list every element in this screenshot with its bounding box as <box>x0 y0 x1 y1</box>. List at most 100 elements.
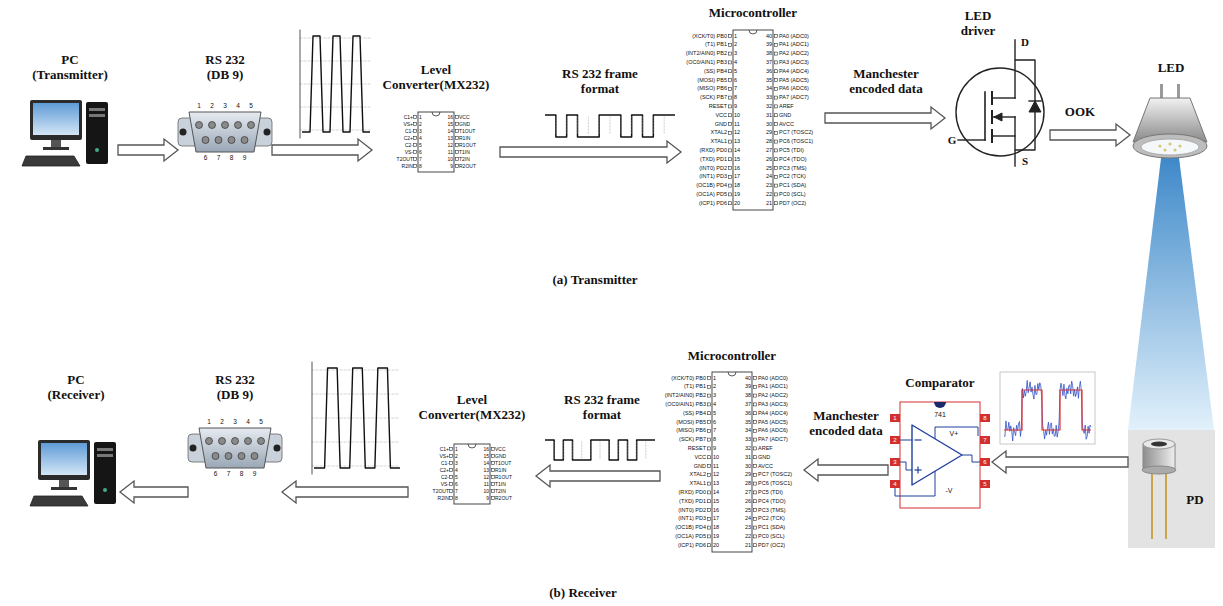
edge-label: Manchester encoded data <box>806 408 886 438</box>
pin-pad <box>775 87 778 90</box>
chip-pin-number: 13 <box>713 480 724 487</box>
chip-body <box>733 30 773 210</box>
chip-pin-number: 37 <box>740 401 751 408</box>
signal-trace <box>314 368 400 468</box>
chip-body <box>418 112 454 172</box>
chip-pin-number: 5 <box>419 142 428 148</box>
chip-pin-number: 17 <box>734 173 745 180</box>
pin-pad <box>708 509 711 512</box>
chip-pin-name: AREF <box>779 103 829 110</box>
chip-pin-number: 3 <box>890 459 900 466</box>
component-block: PD <box>1128 430 1215 548</box>
pin-pad <box>414 144 417 147</box>
pin-pad <box>754 429 757 432</box>
title-group: Microcontroller <box>660 348 804 363</box>
title-group: PC (Receiver) <box>40 372 112 402</box>
component-block: RS 232 (DB 9) <box>178 52 272 174</box>
chip-pin-number: 34 <box>740 427 751 434</box>
chip-pin-name: (MISO) PB6 <box>677 85 727 92</box>
terminal-letter: S <box>1019 155 1031 167</box>
chip-pin-name: PC1 (SDA) <box>779 182 829 189</box>
chip-pin-name: T1IN <box>495 481 521 487</box>
rs232-level-waveform <box>312 362 400 474</box>
pin-pad <box>754 465 757 468</box>
grid-line <box>300 61 370 62</box>
pin-pad <box>754 544 757 547</box>
chip-pin-number: 7 <box>713 427 724 434</box>
pin-pad <box>754 438 757 441</box>
pin-pad <box>775 149 778 152</box>
chip-notch <box>468 444 476 448</box>
pin-tab <box>980 414 990 422</box>
chip-pin-number: 10 <box>713 454 724 461</box>
received-signal-plot <box>1000 372 1095 444</box>
pin-pad <box>414 165 417 168</box>
chip-pin-name: (XCK/T0) PB0 <box>677 33 727 40</box>
pin-pad <box>708 491 711 494</box>
block-arrow <box>1050 124 1130 146</box>
connector-pin-number: 3 <box>220 102 230 110</box>
pin-pad <box>775 79 778 82</box>
keyboard <box>30 496 88 506</box>
connector-pin <box>232 438 239 445</box>
chip-pin-name: C2+ <box>387 135 413 141</box>
chip-pin-name: VS- <box>423 481 449 487</box>
chip-pin-name: T1IN <box>459 149 485 155</box>
noisy-trace <box>1004 380 1091 441</box>
pin-pad <box>775 52 778 55</box>
chip-pin-name: (TXD) PD1 <box>656 498 706 505</box>
chip-pin-number: 10 <box>444 156 453 162</box>
chip-pin-number: 28 <box>761 138 772 145</box>
edge-label: OOK <box>1058 104 1102 119</box>
chip-pin-number: 6 <box>713 419 724 426</box>
chip-pin-number: 9 <box>713 445 724 452</box>
chip-pin-name: VCC <box>677 112 727 119</box>
drive-slot <box>97 448 113 451</box>
chip-pin-number: 19 <box>713 533 724 540</box>
bit-divider <box>620 117 621 135</box>
chip-notch <box>749 30 757 34</box>
comparator-chip <box>890 402 990 508</box>
minus-sign <box>915 439 921 440</box>
chip-body <box>900 402 980 508</box>
chip-pin-number: 8 <box>980 415 990 422</box>
component-title: Microcontroller <box>681 5 825 20</box>
pin-pad <box>729 158 732 161</box>
gate-plate <box>984 92 986 140</box>
drive-slot <box>89 108 105 111</box>
bit-divider <box>609 442 610 458</box>
pin-pad <box>708 421 711 424</box>
chip-pin-number: 8 <box>734 94 745 101</box>
block-arrow <box>536 465 660 487</box>
lamp-pin <box>1177 84 1180 98</box>
connector-shell <box>199 428 271 468</box>
chip-pin-name: (RXD) PD0 <box>656 489 706 496</box>
chip-pin-name: PC3 (TMS) <box>758 507 808 514</box>
pin-pad <box>754 517 757 520</box>
pin-pad <box>450 469 453 472</box>
component-title: RS 232 (DB 9) <box>195 52 255 82</box>
chip-pin-number: 19 <box>734 191 745 198</box>
chip-notch <box>728 372 736 376</box>
pin-pad <box>754 491 757 494</box>
bit-divider <box>581 442 582 458</box>
edge-label: RS 232 frame format <box>550 66 650 96</box>
chip-pin-name: (SS) PB4 <box>677 68 727 75</box>
connector-pin <box>206 438 213 445</box>
chip-pin-number: 1 <box>713 375 724 382</box>
chip-pin-name: PA4 (ADC4) <box>779 68 829 75</box>
pin-pad <box>775 105 778 108</box>
gate-lead <box>958 139 985 140</box>
chip-pin-number: 30 <box>740 463 751 470</box>
pin-pad <box>456 116 459 119</box>
title-group: Level Converter(MX232) <box>410 392 534 422</box>
component-block: Level Converter(MX232) <box>408 392 536 510</box>
chip-pin-name: (INT0) PD2 <box>677 165 727 172</box>
pin-pad <box>708 544 711 547</box>
chip-pin-name: XTAL2 <box>656 471 706 478</box>
bit-divider <box>566 117 567 135</box>
pin-pad <box>450 497 453 500</box>
connector-pin <box>212 453 219 460</box>
chip-pin-name: PC3 (TMS) <box>779 165 829 172</box>
chip-pin-number: 31 <box>761 112 772 119</box>
